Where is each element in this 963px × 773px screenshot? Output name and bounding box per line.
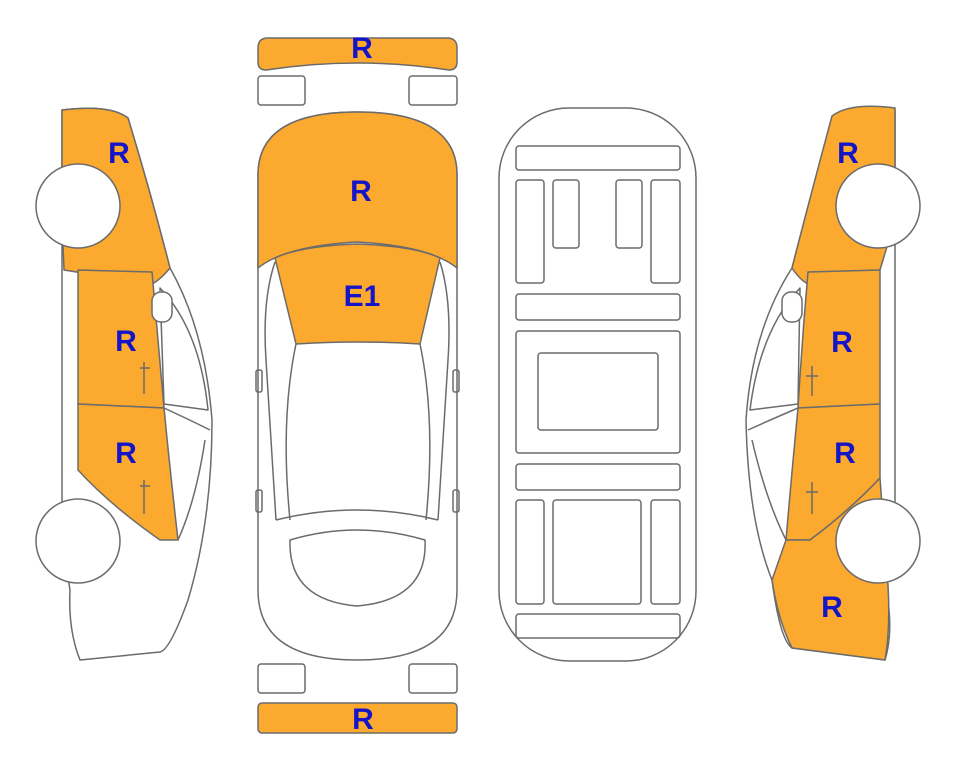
right-side-view xyxy=(745,105,921,661)
handle-left xyxy=(255,489,263,513)
damage-labels: R R E1 R R R R R R R R xyxy=(108,32,859,736)
handle-right xyxy=(452,489,460,513)
left-rear-handle xyxy=(140,480,150,514)
right-rear-wheel xyxy=(835,498,921,584)
label-left-front-fender: R xyxy=(108,137,130,170)
label-left-front-door: R xyxy=(115,325,137,358)
left-front-handle xyxy=(140,362,150,394)
label-right-rear-door: R xyxy=(834,437,856,470)
label-right-front-door: R xyxy=(831,326,853,359)
mirror-right xyxy=(452,369,460,393)
a-pillar-left xyxy=(264,261,277,521)
right-beltline xyxy=(747,407,799,431)
label-right-front-fender: R xyxy=(837,137,859,170)
label-hood: R xyxy=(350,175,372,208)
label-rear-bumper: R xyxy=(352,703,374,736)
front-bumper-panel[interactable] xyxy=(257,37,458,71)
headlight-left xyxy=(257,75,306,106)
left-rear-wheel xyxy=(35,498,121,584)
right-front-wheel xyxy=(835,163,921,249)
hood-panel[interactable] xyxy=(257,111,458,269)
rear-window xyxy=(289,529,426,607)
right-rear-pillar xyxy=(751,439,787,541)
top-view xyxy=(255,37,460,734)
label-left-rear-door: R xyxy=(115,437,137,470)
label-windshield: E1 xyxy=(344,280,381,313)
right-front-handle xyxy=(806,366,818,396)
roof-rear-line xyxy=(275,509,439,521)
label-right-rear-quarter: R xyxy=(821,591,843,624)
left-side-view xyxy=(35,107,213,661)
headlight-right xyxy=(408,75,458,106)
right-rear-handle xyxy=(806,482,818,514)
left-beltline xyxy=(163,407,211,431)
taillight-right xyxy=(408,663,458,694)
right-mirror xyxy=(781,291,803,323)
rear-bumper-panel[interactable] xyxy=(257,702,458,734)
underbody-outline xyxy=(498,107,697,662)
left-rear-pillar xyxy=(177,439,206,541)
left-front-wheel xyxy=(35,163,121,249)
a-pillar-right xyxy=(437,261,450,521)
taillight-left xyxy=(257,663,306,694)
underbody-view xyxy=(498,107,697,662)
mirror-left xyxy=(255,369,263,393)
left-mirror xyxy=(151,291,173,323)
window-line-left xyxy=(285,343,297,521)
label-front-bumper: R xyxy=(351,32,373,65)
windshield-panel[interactable] xyxy=(274,243,441,345)
window-line-right xyxy=(419,343,431,521)
